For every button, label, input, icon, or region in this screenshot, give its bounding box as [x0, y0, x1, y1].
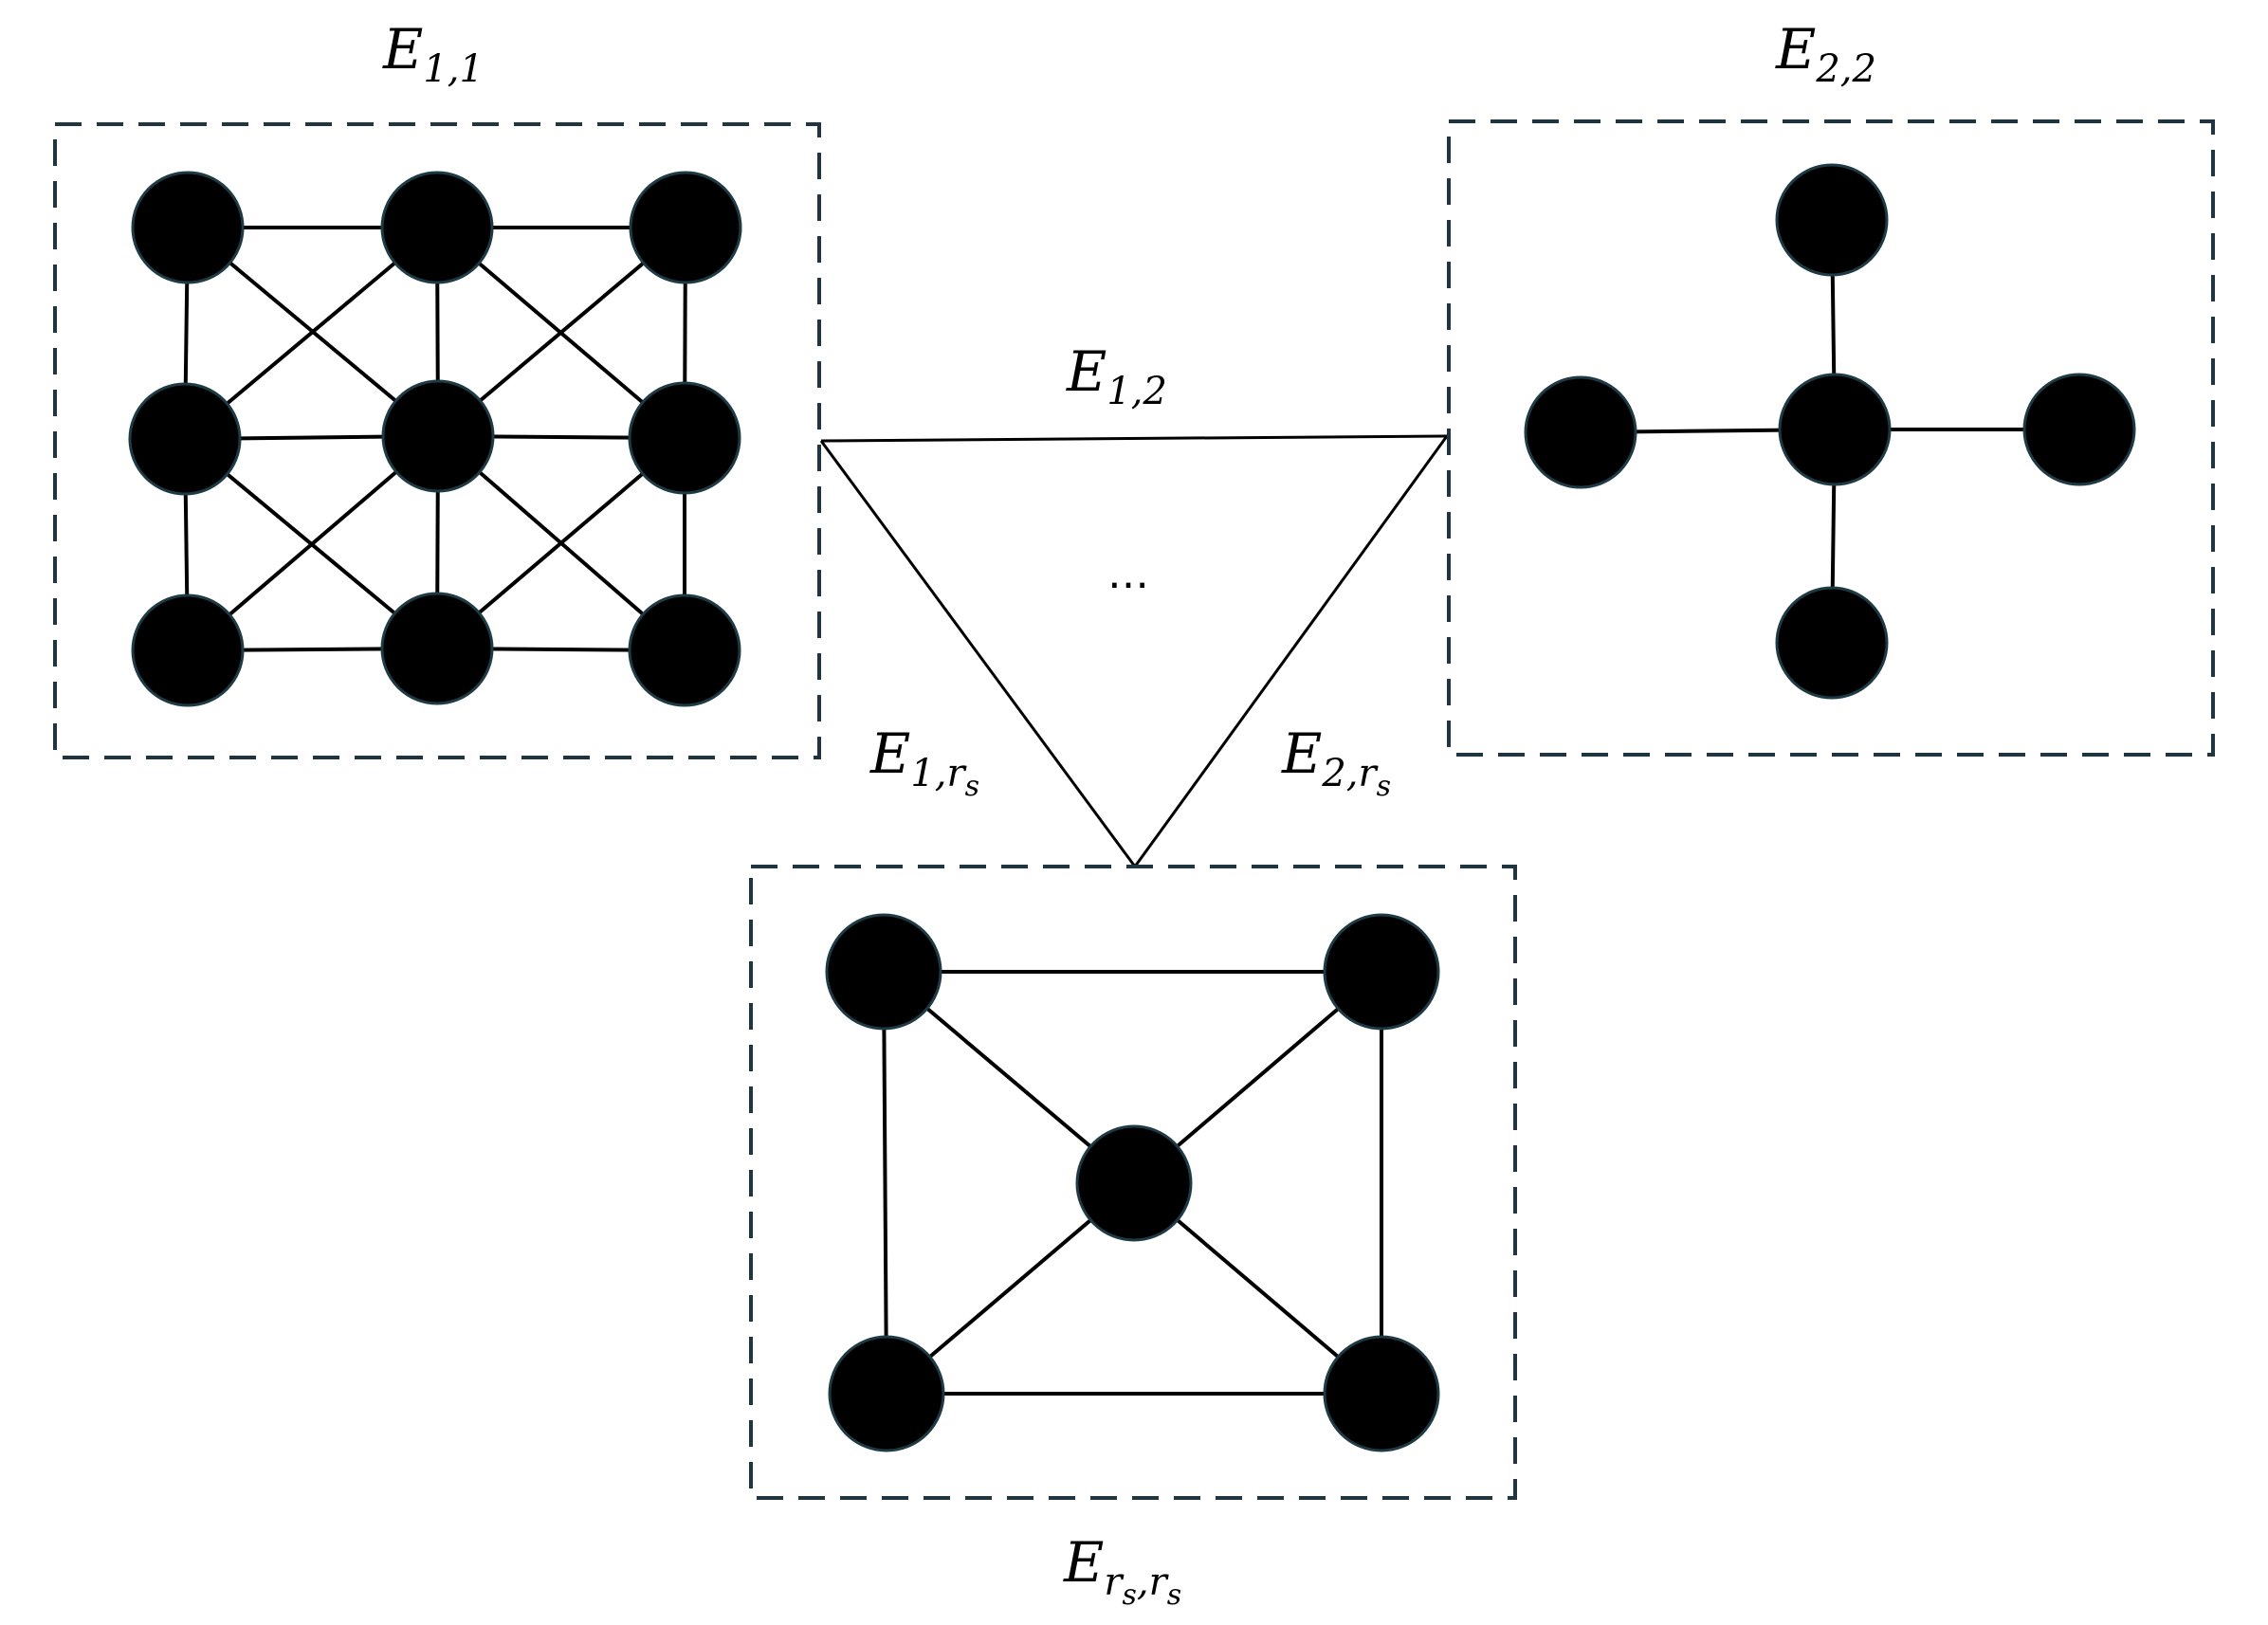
inter-group-edges [819, 434, 1449, 867]
graph-node [2022, 373, 2136, 486]
label-e2rs-main: E [1281, 721, 1322, 786]
graph-node [1775, 586, 1889, 700]
label-e1rs-subsub: s [965, 770, 979, 803]
group-e11 [53, 122, 821, 759]
edge-e12 [820, 434, 1448, 443]
ellipsis-more-groups: … [1107, 550, 1149, 598]
label-e11: E1,1 [382, 17, 484, 91]
graph-node [131, 593, 245, 707]
group-e22 [1447, 119, 2215, 757]
graph-node [128, 382, 242, 496]
label-e2rs: E2,rs [1281, 721, 1391, 803]
group-ersrs-frame [749, 865, 1517, 1500]
group-e22-frame [1447, 119, 2215, 757]
graph-node [380, 171, 494, 284]
label-e11-sub: 1,1 [423, 47, 484, 91]
label-e12: E1,2 [1066, 339, 1167, 413]
label-ersrs-subsub-a: s [1122, 1579, 1136, 1612]
graph-node [1775, 163, 1889, 277]
label-e11-main: E [382, 17, 423, 82]
graph-node [1524, 375, 1637, 489]
label-ersrs-sub-a: r [1104, 1561, 1125, 1604]
label-ersrs-main: E [1063, 1530, 1104, 1595]
label-ersrs: Ers,rs [1063, 1530, 1181, 1612]
group-e11-nodes [128, 171, 742, 707]
label-ersrs-subsub-b: s [1167, 1579, 1181, 1612]
graph-node [131, 171, 245, 284]
graph-node [1778, 373, 1892, 486]
group-ersrs [749, 865, 1517, 1500]
group-e22-nodes [1524, 163, 2136, 700]
label-e12-sub: 1,2 [1107, 370, 1167, 413]
edge-e1rs [819, 440, 1137, 867]
label-e2rs-subsub: s [1377, 770, 1391, 803]
label-e12-main: E [1066, 339, 1107, 404]
label-e22-sub: 2,2 [1815, 47, 1876, 91]
group-ersrs-nodes [825, 913, 1440, 1452]
graph-node [1075, 1124, 1193, 1242]
graph-node [825, 913, 942, 1031]
graph-node [381, 379, 495, 493]
graph-node [380, 592, 494, 705]
label-e22-main: E [1775, 17, 1816, 82]
group-e11-frame [53, 122, 821, 759]
graph-edge [882, 971, 888, 1395]
label-ersrs-sub-b: ,r [1137, 1561, 1170, 1604]
graph-node [628, 593, 741, 707]
label-e1rs-sub: 1,r [910, 752, 967, 795]
graph-node [828, 1335, 945, 1452]
graph-node [1323, 1335, 1440, 1452]
label-e22: E2,2 [1775, 17, 1876, 91]
label-e1rs-main: E [869, 721, 910, 786]
edge-e2rs [1133, 435, 1449, 867]
graph-node [628, 381, 741, 495]
label-e2rs-sub: 2,r [1321, 752, 1379, 795]
graph-node [629, 171, 742, 284]
graph-node [1323, 913, 1440, 1031]
label-e1rs: E1,rs [869, 721, 979, 803]
